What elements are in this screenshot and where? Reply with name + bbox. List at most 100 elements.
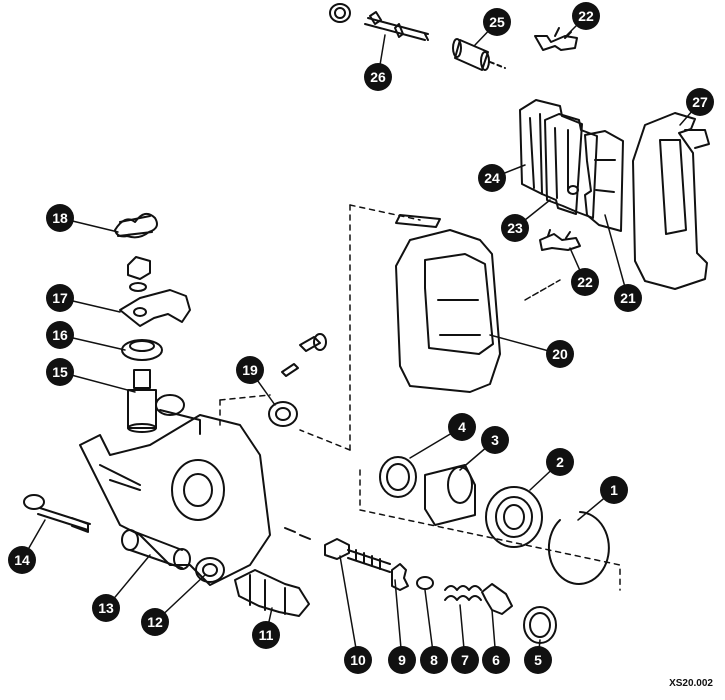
callout-badge <box>686 88 714 116</box>
callout-6: 6 <box>482 646 510 674</box>
part-shaft <box>127 369 157 433</box>
callout-number: 4 <box>458 419 466 435</box>
part-caliper-bracket <box>632 112 710 290</box>
callout-5: 5 <box>524 646 552 674</box>
callout-number: 10 <box>350 652 366 668</box>
part-lever <box>119 289 191 327</box>
part-circlip <box>523 606 557 644</box>
callout-17: 17 <box>46 284 74 312</box>
part-bolt <box>23 494 91 533</box>
part-piston <box>424 464 476 526</box>
callout-number: 15 <box>52 364 68 380</box>
callout-badge <box>572 2 600 30</box>
callout-number: 2 <box>556 454 564 470</box>
part-small-spring <box>444 585 482 601</box>
callout-badge <box>483 8 511 36</box>
diagram-code: XS20.002 <box>669 678 713 689</box>
callout-10: 10 <box>344 646 372 674</box>
callout-22: 22 <box>571 268 599 296</box>
callout-number: 22 <box>577 274 593 290</box>
callout-number: 13 <box>98 600 114 616</box>
callout-badge <box>252 621 280 649</box>
callout-number: 7 <box>461 652 469 668</box>
callout-badge <box>46 321 74 349</box>
callout-number: 9 <box>398 652 406 668</box>
part-pin <box>121 529 191 570</box>
part-retainer <box>481 583 513 615</box>
callout-badge <box>46 358 74 386</box>
part-piston-seal <box>379 456 417 498</box>
callout-number: 5 <box>534 652 542 668</box>
callout-badge <box>481 426 509 454</box>
part-seal-washer <box>121 339 163 361</box>
part-bushing <box>452 38 506 71</box>
part-caliper-housing <box>395 214 501 393</box>
callout-badge <box>46 204 74 232</box>
callout-number: 26 <box>370 69 386 85</box>
callout-layer: 1234567891011121314151617181920212222232… <box>8 2 714 674</box>
callout-23: 23 <box>501 214 529 242</box>
callout-badge <box>236 356 264 384</box>
part-brake-pad-inner <box>544 113 598 219</box>
callout-20: 20 <box>546 340 574 368</box>
callout-22: 22 <box>572 2 600 30</box>
part-sleeve <box>195 557 225 583</box>
part-spring <box>114 212 158 239</box>
callout-number: 3 <box>491 432 499 448</box>
part-boot <box>234 569 310 617</box>
callout-number: 16 <box>52 327 68 343</box>
callout-badge <box>546 340 574 368</box>
part-caliper-body <box>79 394 271 586</box>
callout-badge <box>571 268 599 296</box>
callout-8: 8 <box>420 646 448 674</box>
callout-15: 15 <box>46 358 74 386</box>
callout-number: 21 <box>620 290 636 306</box>
part-retaining-ring <box>547 511 610 585</box>
callout-badge <box>478 164 506 192</box>
callout-badge <box>364 63 392 91</box>
part-guide-pin <box>329 3 429 41</box>
callout-7: 7 <box>451 646 479 674</box>
callout-11: 11 <box>252 621 280 649</box>
part-dust-boot <box>485 486 543 548</box>
callout-1: 1 <box>600 476 628 504</box>
callout-27: 27 <box>686 88 714 116</box>
callout-2: 2 <box>546 448 574 476</box>
callout-badge <box>501 214 529 242</box>
callout-14: 14 <box>8 546 36 574</box>
callout-badge <box>344 646 372 674</box>
callout-26: 26 <box>364 63 392 91</box>
callout-13: 13 <box>92 594 120 622</box>
callout-number: 24 <box>484 170 500 186</box>
callout-12: 12 <box>141 608 169 636</box>
part-brake-pad-outer <box>519 99 583 215</box>
callout-number: 8 <box>430 652 438 668</box>
callout-number: 6 <box>492 652 500 668</box>
part-adjuster-rod <box>284 527 391 573</box>
callout-number: 20 <box>552 346 568 362</box>
callout-number: 25 <box>489 14 505 30</box>
callout-9: 9 <box>388 646 416 674</box>
callout-badge <box>614 284 642 312</box>
part-star-washer <box>391 563 409 591</box>
callout-24: 24 <box>478 164 506 192</box>
callout-badge <box>524 646 552 674</box>
callout-badge <box>8 546 36 574</box>
callout-number: 11 <box>259 627 274 643</box>
part-nut <box>127 256 151 292</box>
callout-number: 18 <box>52 210 68 226</box>
part-clip-lower <box>539 229 581 251</box>
callout-4: 4 <box>448 413 476 441</box>
callout-3: 3 <box>481 426 509 454</box>
callout-19: 19 <box>236 356 264 384</box>
callout-badge <box>388 646 416 674</box>
callout-16: 16 <box>46 321 74 349</box>
callout-badge <box>92 594 120 622</box>
callout-badge <box>141 608 169 636</box>
callout-badge <box>482 646 510 674</box>
callout-number: 1 <box>610 482 618 498</box>
callout-badge <box>451 646 479 674</box>
part-washer-small <box>416 576 434 590</box>
